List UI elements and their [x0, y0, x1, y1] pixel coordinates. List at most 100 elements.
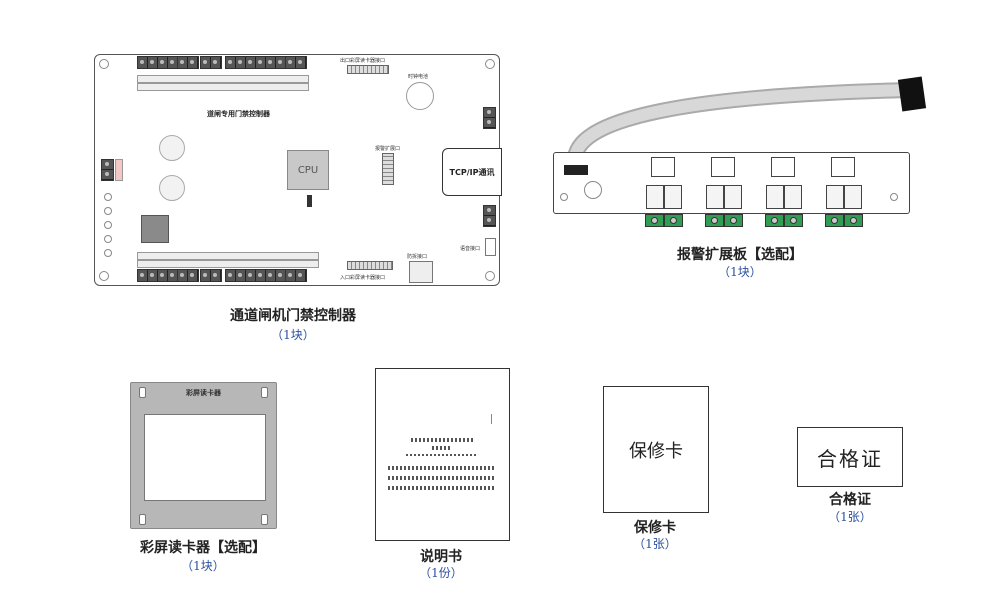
card-reader-qty: （1块）: [181, 559, 225, 573]
relay-switch: [844, 185, 862, 209]
certificate-card-text: 合格证: [817, 446, 883, 471]
led: [104, 193, 112, 201]
relay-switch: [826, 185, 844, 209]
mount-hole: [99, 59, 109, 69]
led: [104, 249, 112, 257]
mount-hole: [99, 271, 109, 281]
text-line: [388, 486, 496, 490]
alarm-expansion-connector: [382, 153, 394, 185]
relay-switch: [646, 185, 664, 209]
ribbon-cable: [567, 76, 927, 162]
certificate-caption: 合格证: [829, 492, 871, 508]
exit-reader-port-label: 出口彩屏读卡器接口: [340, 58, 386, 64]
warranty-qty: （1张）: [633, 537, 677, 551]
terminal-block: [177, 269, 199, 282]
entry-reader-port-label: 入口彩屏读卡器接口: [340, 275, 386, 281]
text-line: [411, 438, 473, 442]
clock-battery-label: 时钟电池: [408, 74, 429, 80]
reader-screen-window: [144, 414, 266, 501]
terminal-label-strip: [137, 252, 319, 260]
text-line: [388, 476, 496, 480]
green-terminal: [784, 214, 803, 227]
relay: [159, 175, 185, 201]
entry-reader-connector: [347, 261, 393, 270]
controller-caption: 通道闸机门禁控制器: [230, 308, 356, 324]
certificate-qty: （1张）: [828, 510, 872, 524]
terminal-block: [137, 269, 179, 282]
alarm-board-qty: （1块）: [718, 265, 762, 279]
terminal-block: [200, 56, 222, 69]
cpu-label: CPU: [297, 164, 319, 176]
terminal-label-strip: [115, 159, 123, 181]
clock-battery: [406, 82, 434, 110]
alarm-expansion-port-label: 报警扩展口: [375, 146, 401, 152]
relay: [831, 157, 855, 177]
green-terminal: [664, 214, 683, 227]
relay: [159, 135, 185, 161]
warranty-caption: 保修卡: [634, 520, 676, 536]
card-reader-label: 彩屏读卡器: [186, 389, 221, 397]
relay-switch: [664, 185, 682, 209]
warranty-card-text: 保修卡: [629, 440, 683, 462]
led: [104, 235, 112, 243]
manual-booklet: [375, 368, 510, 541]
tcp-ip-port: TCP/IP通讯: [442, 148, 502, 196]
mount-hole: [485, 271, 495, 281]
terminal-block: [137, 56, 179, 69]
relay: [651, 157, 675, 177]
board-title: 道闸专用门禁控制器: [207, 110, 270, 118]
text-line: [406, 454, 478, 456]
green-terminal: [705, 214, 724, 227]
mount-slot: [139, 514, 146, 525]
relay-switch: [724, 185, 742, 209]
warranty-card: 保修卡: [603, 386, 709, 513]
mount-slot: [261, 387, 268, 398]
alarm-board-caption: 报警扩展板【选配】: [677, 247, 803, 263]
text-line: [388, 466, 496, 470]
terminal-block: [200, 269, 222, 282]
ic-chip: [141, 215, 169, 243]
terminal-block: [177, 56, 199, 69]
relay-switch: [784, 185, 802, 209]
relay-switch: [706, 185, 724, 209]
manual-qty: （1份）: [419, 566, 463, 580]
terminal-block: [285, 56, 307, 69]
terminal-block: [483, 107, 496, 129]
terminal-block: [285, 269, 307, 282]
mount-slot: [261, 514, 268, 525]
voice-port: [485, 238, 496, 256]
jumper: [307, 195, 312, 207]
page-corner-mark: [491, 414, 492, 424]
exit-reader-connector: [347, 65, 389, 74]
controller-board: 出口彩屏读卡器接口 时钟电池 道闸专用门禁控制器 CPU 报警扩展口 TCP/I…: [94, 54, 502, 286]
terminal-block: [225, 269, 287, 282]
certificate-card: 合格证: [797, 427, 903, 487]
mount-hole: [560, 193, 568, 201]
terminal-label-strip: [137, 260, 319, 268]
voice-port-label: 语音接口: [460, 246, 481, 252]
cpu-chip: CPU: [287, 150, 329, 190]
mount-hole: [485, 59, 495, 69]
green-terminal: [825, 214, 844, 227]
green-terminal: [724, 214, 743, 227]
green-terminal: [844, 214, 863, 227]
card-reader: 彩屏读卡器: [130, 382, 277, 529]
mount-slot: [139, 387, 146, 398]
terminal-block: [483, 205, 496, 227]
led: [104, 207, 112, 215]
card-reader-caption: 彩屏读卡器【选配】: [140, 540, 266, 556]
terminal-block: [101, 159, 114, 181]
terminal-label-strip: [137, 83, 309, 91]
relay-switch: [766, 185, 784, 209]
alarm-expansion-board: [553, 152, 910, 214]
terminal-block: [225, 56, 287, 69]
manual-caption: 说明书: [420, 549, 462, 565]
green-terminal: [645, 214, 664, 227]
cable-connector: [564, 165, 588, 175]
fire-port-label: 防拆接口: [407, 254, 428, 260]
mount-hole: [584, 181, 602, 199]
relay: [711, 157, 735, 177]
relay: [771, 157, 795, 177]
terminal-label-strip: [137, 75, 309, 83]
fire-port: [409, 261, 433, 283]
